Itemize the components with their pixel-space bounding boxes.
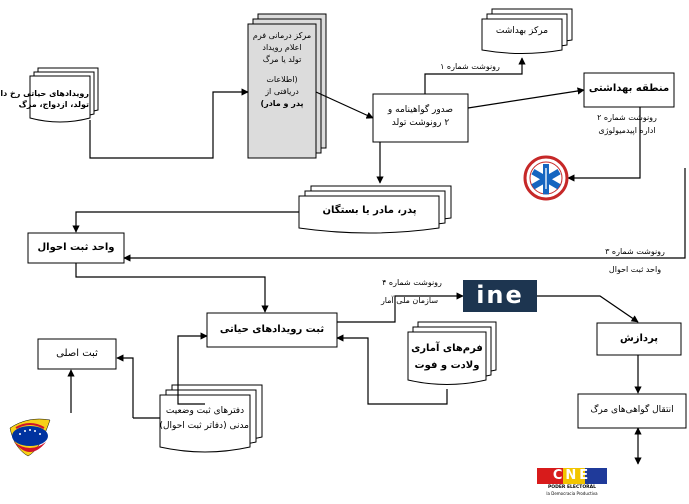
edge-region-ems [567, 107, 641, 182]
health-center-line5: دریافتی از [265, 87, 299, 96]
death-transfer-box [577, 393, 687, 429]
processing-box [596, 322, 682, 356]
health-center-line2: اعلام رویداد [262, 43, 302, 52]
parents-stack [298, 185, 452, 234]
cne-sub2: la Democracia Productiva [546, 491, 598, 496]
stat-forms-line2: ولادت و فوت [414, 360, 480, 371]
health-region-label: منطقه بهداشتی [588, 83, 670, 94]
cert-issue-box [372, 93, 469, 143]
events-line2: تولد، ازدواج، مرگ [18, 100, 89, 109]
cne-logo-text: CNE [552, 468, 592, 483]
primary-reg-box [37, 338, 117, 370]
copy3-dest-label: واحد ثبت احوال [608, 265, 662, 274]
ems-logo [523, 155, 569, 201]
edge-health-cert [315, 91, 374, 119]
parents-label: پدر، مادر یا بستگان [322, 205, 417, 216]
copy3-label: رونوشت شماره ۳ [605, 247, 665, 256]
health-center-label: مرکز درمانی فرم اعلام رویداد تولد یا مرگ… [249, 30, 315, 110]
edge-forms-vital [336, 334, 448, 405]
events-line1: رویدادهای حیاتی رخ داده [0, 89, 89, 98]
health-center-line3: تولد یا مرگ [262, 55, 302, 64]
health-center-line6: پدر و مادر) [260, 99, 304, 108]
copy4-label: رونوشت شماره ۴ [382, 278, 442, 287]
civil-books-label: دفترهای ثبت وضعیت مدنی (دفاتر ثبت احوال) [159, 404, 250, 434]
edge-ine-processing [537, 295, 639, 323]
edge-copy3 [123, 168, 686, 262]
cne-logo [537, 468, 607, 484]
health-center-stack [247, 13, 327, 159]
health-center-top-stack [481, 8, 573, 54]
edge-civil-vital [75, 263, 269, 313]
civil-books-line1: دفترهای ثبت وضعیت [165, 406, 245, 416]
epi-label: اداره اپیدمیولوژی [598, 126, 656, 135]
vital-reg-label: ثبت رویدادهای حیاتی [219, 324, 325, 335]
vital-reg-box [206, 312, 338, 348]
cert-issue-label: صدور گواهینامه و ۲ رونوشت تولد [374, 104, 467, 130]
ine-logo [463, 280, 537, 312]
stat-forms-line1: فرم‌های آماری [411, 343, 483, 354]
edge-books-vital [177, 332, 208, 405]
venezuela-crest [9, 418, 51, 457]
edge-books-primary-v [116, 354, 134, 418]
health-center-line1: مرکز درمانی فرم [252, 31, 312, 40]
health-center-top-label: مرکز بهداشت [495, 26, 549, 36]
copy2-label: رونوشت شماره ۲ [597, 113, 657, 122]
health-center-line4: (اطلاعات [266, 75, 298, 84]
stat-forms-label: فرم‌های آماری ولادت و فوت [409, 340, 485, 374]
copy1-label: رونوشت شماره ۱ [440, 62, 500, 71]
connectors [67, 57, 686, 465]
civil-books-line2: مدنی (دفاتر ثبت احوال) [159, 421, 250, 431]
processing-label: پردازش [619, 333, 659, 344]
civil-unit-box [27, 232, 125, 264]
primary-reg-label: ثبت اصلی [56, 348, 98, 359]
edge-vital-ine [337, 292, 464, 323]
edge-parents-civil [72, 211, 299, 233]
death-transfer-label: انتقال گواهی‌های مرگ [590, 405, 674, 415]
edge-cert-top [424, 57, 526, 94]
events-label: رویدادهای حیاتی رخ داده تولد، ازدواج، مر… [0, 88, 89, 110]
ine-logo-text: ine [476, 281, 524, 309]
stat-forms-stack [407, 321, 497, 385]
cne-sub1: PODER ELECTORAL [548, 485, 596, 490]
copy4-dest-label: سازمان ملی آمار [380, 296, 439, 305]
edge-events-health [89, 88, 249, 159]
cert-issue-line1: صدور گواهینامه و [387, 105, 454, 115]
edge-cert-region [467, 87, 585, 109]
cert-issue-line2: ۲ رونوشت تولد [391, 118, 450, 128]
events-stack [29, 67, 99, 123]
civil-unit-label: واحد ثبت احوال [37, 242, 115, 253]
